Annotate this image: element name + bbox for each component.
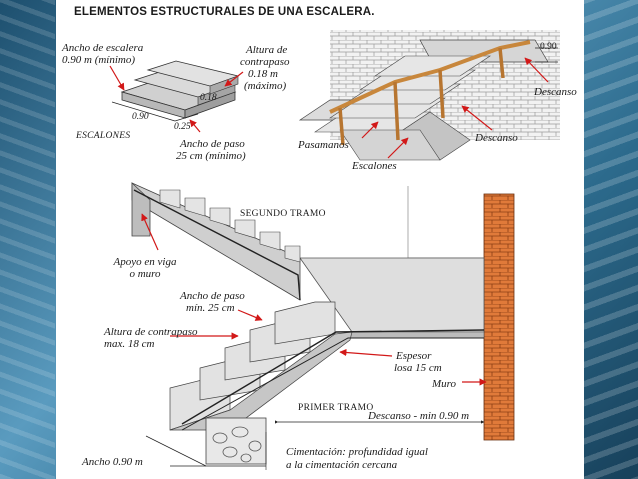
handrail-label: Pasamanos (298, 139, 349, 151)
steps-block (109, 60, 244, 133)
riser-dimension: 0.18 (200, 93, 217, 103)
riser-label-2: contrapaso (240, 56, 290, 68)
stair-3d (298, 30, 560, 161)
slab-label-2: losa 15 cm (394, 362, 442, 374)
foundation-label-1: Cimentación: profundidad igual (286, 446, 428, 458)
stair-section (131, 182, 515, 470)
slab-label-1: Espesor (396, 350, 432, 362)
section-tread-label-2: mín. 25 cm (186, 302, 235, 314)
foundation-label-2: a la cimentación cercana (286, 459, 398, 471)
stair-width-value: 0.90 m (mínimo) (62, 54, 136, 66)
riser-label-4: (máximo) (244, 80, 287, 92)
support-label-1: Apoyo en viga (113, 256, 177, 268)
support-label-2: o muro (129, 268, 161, 280)
tread-label-1: Ancho de paso (180, 138, 245, 150)
depth-dimension: 0.90 (132, 112, 149, 122)
stair-width-label: Ancho de escalera (62, 42, 144, 54)
section-riser-label-2: max. 18 cm (104, 338, 155, 350)
second-flight-label: SEGUNDO TRAMO (240, 209, 326, 219)
mid-landing-label: Descanso (475, 132, 518, 144)
section-riser-label-1: Altura de contrapaso (104, 326, 198, 338)
section-tread-label-1: Ancho de paso (180, 290, 245, 302)
background-glass-left (0, 0, 55, 479)
tread-label-2: 25 cm (mínimo) (176, 150, 246, 162)
wall-label: Muro (432, 378, 457, 390)
top-landing-label: Descanso (534, 86, 577, 98)
landing-dimension-label: Descanso - min 0.90 m (368, 410, 470, 422)
handrail-height-dimension: 0.90 (540, 42, 557, 52)
steps-label: Escalones (352, 160, 397, 172)
first-flight-label: PRIMER TRAMO (298, 403, 374, 413)
riser-label-3: 0.18 m (248, 68, 278, 80)
width-dimension-label: Ancho 0.90 m (82, 456, 143, 468)
diagram-title: ELEMENTOS ESTRUCTURALES DE UNA ESCALERA. (74, 6, 375, 18)
steps-caption: ESCALONES (76, 131, 131, 141)
background-glass-right (578, 0, 638, 479)
tread-dimension: 0.25 (174, 122, 191, 132)
riser-label-1: Altura de (246, 44, 288, 56)
